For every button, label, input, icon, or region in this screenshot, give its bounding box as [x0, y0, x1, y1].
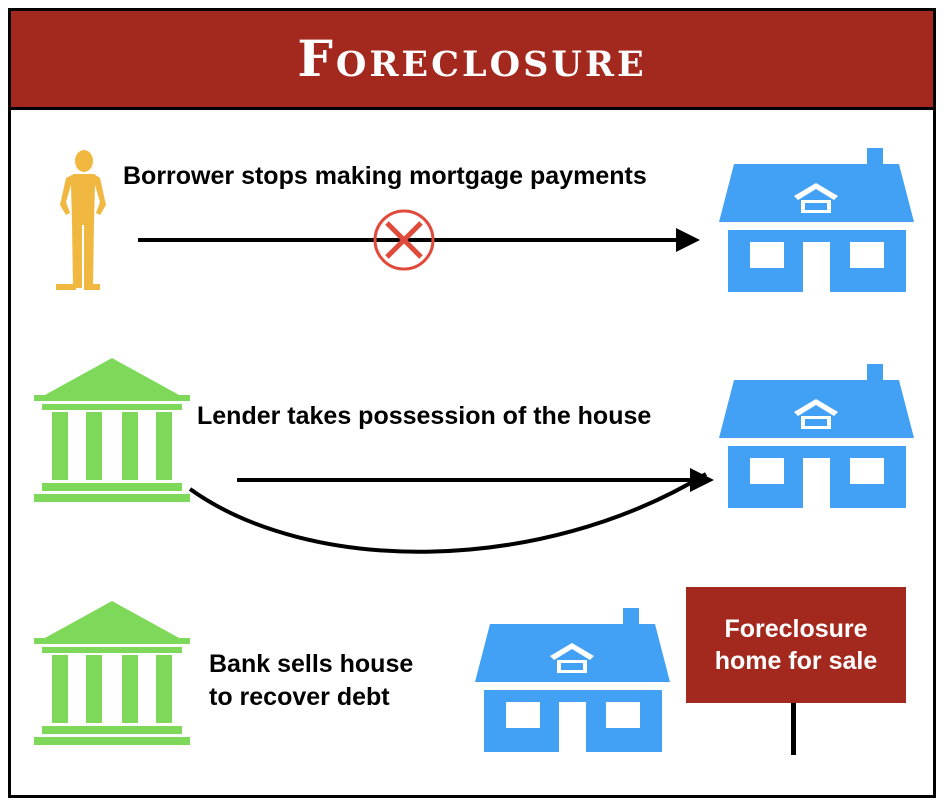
- title-banner: Foreclosure: [8, 8, 936, 110]
- step-1-label: Borrower stops making mortgage payments: [123, 162, 647, 190]
- possession-arrow: [237, 468, 714, 492]
- payment-arrow: [138, 228, 700, 252]
- page-title: Foreclosure: [297, 29, 647, 88]
- house-icon: [719, 148, 914, 292]
- house-icon: [475, 608, 670, 752]
- possession-curve: [188, 472, 708, 554]
- for-sale-sign: Foreclosure home for sale: [686, 587, 906, 703]
- house-icon: [719, 364, 914, 508]
- step-3-label: Bank sells house to recover debt: [209, 650, 414, 711]
- bank-icon: [34, 358, 190, 502]
- step-2-label: Lender takes possession of the house: [197, 402, 652, 430]
- sign-post: [791, 700, 796, 755]
- person-icon: [56, 150, 106, 290]
- sign-line-2: home for sale: [714, 647, 878, 675]
- cross-circle-icon: [373, 209, 435, 271]
- bank-icon: [34, 601, 190, 745]
- sign-line-1: Foreclosure: [724, 614, 868, 643]
